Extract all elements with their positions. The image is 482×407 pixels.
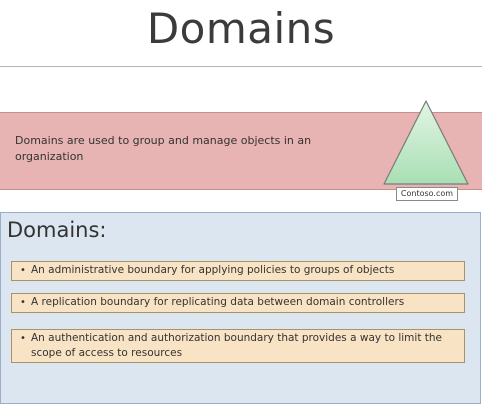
title-divider bbox=[0, 66, 482, 67]
bullet-icon: • bbox=[20, 333, 26, 344]
slide-title: Domains bbox=[146, 4, 336, 53]
bullet-icon: • bbox=[20, 265, 26, 276]
list-item: • An authentication and authorization bo… bbox=[11, 329, 465, 363]
domains-detail-panel: Domains: • An administrative boundary fo… bbox=[0, 212, 481, 404]
list-item: • An administrative boundary for applyin… bbox=[11, 261, 465, 281]
list-item: • A replication boundary for replicating… bbox=[11, 293, 465, 313]
list-item-text: An administrative boundary for applying … bbox=[31, 264, 395, 276]
list-item-text: A replication boundary for replicating d… bbox=[31, 296, 405, 308]
triangle-domain-icon bbox=[383, 100, 469, 185]
list-item-text: An authentication and authorization boun… bbox=[31, 332, 443, 359]
definition-text: Domains are used to group and manage obj… bbox=[15, 134, 312, 163]
panel-heading: Domains: bbox=[7, 218, 107, 242]
domain-name-label: Contoso.com bbox=[396, 187, 458, 201]
bullet-icon: • bbox=[20, 297, 26, 308]
domain-graphic: Contoso.com bbox=[380, 98, 472, 202]
